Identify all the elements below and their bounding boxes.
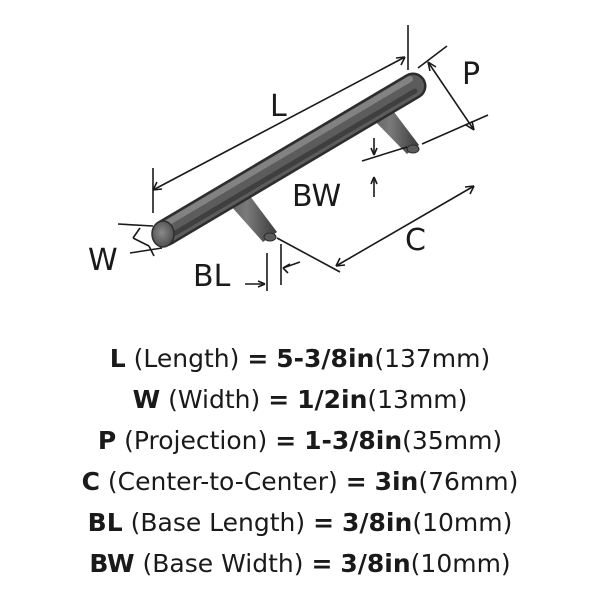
spec-base-length: BL (Base Length) = 3/8in(10mm) [0, 502, 600, 543]
spec-center-to-center: C (Center-to-Center) = 3in(76mm) [0, 461, 600, 502]
spec-name: (Length) [133, 344, 240, 373]
spec-name: (Base Width) [142, 549, 304, 578]
front-post [222, 196, 277, 242]
spec-imperial-value: 3in [374, 467, 419, 496]
spec-equals: = [268, 385, 290, 414]
spec-equals: = [313, 508, 335, 537]
label-base-width: BW [292, 179, 341, 214]
spec-imperial-value: 3/8in [342, 508, 413, 537]
spec-imperial-value: 3/8in [340, 549, 411, 578]
length-dimension [152, 25, 409, 213]
center-dimension [276, 185, 475, 273]
label-center-to-center: C [405, 223, 426, 258]
base-width-dimension [361, 138, 408, 197]
projection-dimension [417, 45, 489, 145]
bar-end-cap-left [151, 220, 175, 248]
dimension-diagram: L P BW C W BL [88, 25, 489, 294]
label-projection: P [462, 57, 480, 92]
width-dimension [117, 223, 163, 257]
spec-equals: = [345, 467, 367, 496]
label-base-length: BL [193, 259, 231, 294]
spec-projection: P (Projection) = 1-3/8in(35mm) [0, 420, 600, 461]
spec-name: (Base Length) [130, 508, 306, 537]
specification-list: L (Length) = 5-3/8in(137mm) W (Width) = … [0, 338, 600, 584]
spec-imperial-value: 5-3/8in [276, 344, 375, 373]
base-length-dimension [245, 244, 301, 291]
spec-code: BL [87, 508, 123, 537]
label-width: W [88, 243, 118, 278]
spec-base-width: BW (Base Width) = 3/8in(10mm) [0, 543, 600, 584]
spec-metric-value: (13mm) [367, 385, 468, 414]
label-length: L [270, 89, 287, 124]
handle-illustration [151, 72, 427, 248]
spec-metric-value: (76mm) [418, 467, 519, 496]
spec-equals: = [311, 549, 333, 578]
spec-code: P [97, 426, 117, 455]
spec-equals: = [275, 426, 297, 455]
spec-code: L [109, 344, 126, 373]
spec-name: (Projection) [124, 426, 268, 455]
spec-imperial-value: 1/2in [297, 385, 368, 414]
spec-metric-value: (35mm) [402, 426, 503, 455]
dimension-lines [117, 25, 489, 291]
spec-code: BW [89, 549, 135, 578]
handle-bar [151, 72, 427, 247]
spec-metric-value: (137mm) [374, 344, 491, 373]
spec-name: (Center-to-Center) [107, 467, 338, 496]
spec-metric-value: (10mm) [412, 508, 513, 537]
spec-imperial-value: 1-3/8in [304, 426, 403, 455]
spec-equals: = [247, 344, 269, 373]
spec-name: (Width) [168, 385, 261, 414]
spec-length: L (Length) = 5-3/8in(137mm) [0, 338, 600, 379]
rear-post [366, 112, 420, 154]
spec-metric-value: (10mm) [410, 549, 511, 578]
spec-code: W [132, 385, 161, 414]
spec-code: C [81, 467, 100, 496]
spec-width: W (Width) = 1/2in(13mm) [0, 379, 600, 420]
